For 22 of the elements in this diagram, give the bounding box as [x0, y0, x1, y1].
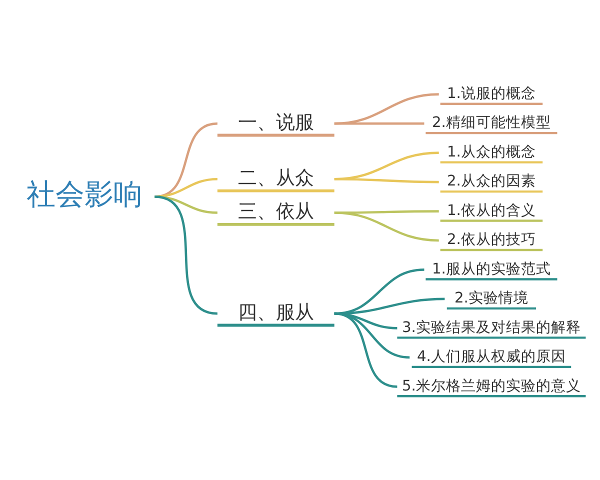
node-text: 2.实验情境	[454, 289, 528, 306]
connector	[334, 312, 398, 388]
connector	[334, 92, 439, 124]
node-text: 3.实验结果及对结果的解释	[402, 318, 581, 336]
node-text: 1.说服的概念	[446, 84, 536, 102]
connector	[334, 211, 439, 242]
node-text: 5.米尔格兰姆的实验的意义	[402, 376, 581, 394]
node-text: 2.从众的因素	[446, 172, 536, 190]
node-text: 四、服从	[238, 301, 314, 324]
node-text: 1.服从的实验范式	[432, 260, 551, 277]
node-text: 一、说服	[238, 111, 314, 134]
node-text: 社会影响	[26, 178, 142, 210]
node-text: 2.依从的技巧	[446, 230, 536, 248]
connector	[154, 195, 218, 314]
node-text: 4.人们服从权威的原因	[416, 348, 566, 365]
node-text: 1.依从的含义	[446, 201, 536, 218]
connector	[334, 177, 439, 183]
node-text: 二、从众	[238, 166, 314, 189]
node-text: 1.从众的概念	[446, 142, 536, 160]
connector	[334, 122, 424, 124]
node-text: 2.精细可能性模型	[432, 114, 551, 131]
node-text: 三、依从	[238, 200, 314, 222]
